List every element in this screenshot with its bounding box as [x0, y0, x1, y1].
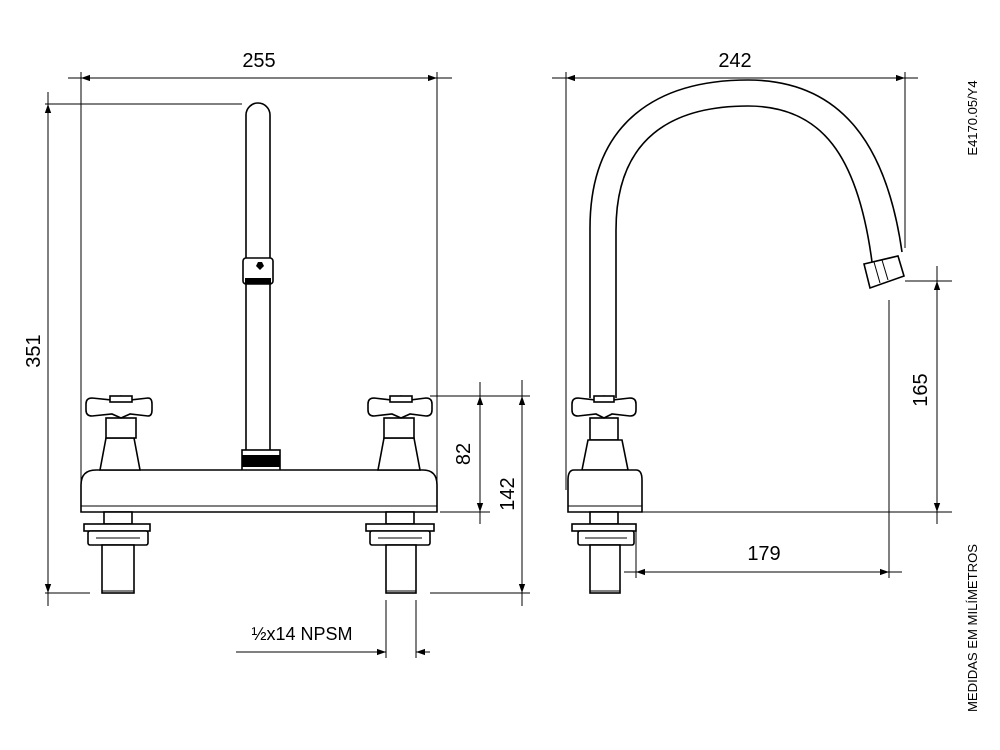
spout-reach-label: 242 — [718, 50, 751, 72]
overall-width-label: 255 — [242, 50, 275, 72]
dimension-spout-offset: 179 — [624, 543, 902, 576]
thread-label: ½x14 NPSM — [251, 624, 352, 644]
units-note: MEDIDAS EM MILÍMETROS — [965, 544, 980, 712]
base-deck — [80, 469, 438, 513]
front-view: 255 351 82 142 ½x14 NPSM — [23, 50, 530, 658]
left-inlet-shank — [83, 511, 151, 594]
left-handle — [85, 395, 153, 471]
side-inlet-shank — [571, 511, 637, 594]
dimension-spout-reach: 242 — [552, 50, 918, 82]
spout-clearance-label: 165 — [910, 373, 932, 406]
side-view: 242 165 179 — [552, 50, 952, 594]
product-code: E4170.05/Y4 — [965, 80, 980, 155]
dimension-overall-width: 255 — [68, 50, 452, 82]
handle-height-label: 82 — [453, 443, 475, 465]
dimension-overall-height: 351 — [23, 92, 52, 606]
gooseneck-spout — [589, 79, 905, 398]
side-extension-lines — [565, 72, 952, 578]
dimension-spout-clearance: 165 — [910, 266, 941, 524]
right-handle — [367, 395, 433, 471]
side-body — [567, 439, 643, 513]
dimension-handle-height: 82 — [453, 382, 484, 524]
side-handle — [571, 395, 637, 441]
thread-callout: ½x14 NPSM — [236, 624, 430, 656]
dimension-inlet-height: 142 — [497, 380, 526, 606]
overall-height-label: 351 — [23, 334, 45, 367]
spout-stem — [241, 102, 281, 473]
right-inlet-shank — [365, 511, 435, 594]
inlet-height-label: 142 — [497, 477, 519, 510]
spout-offset-label: 179 — [747, 543, 780, 565]
